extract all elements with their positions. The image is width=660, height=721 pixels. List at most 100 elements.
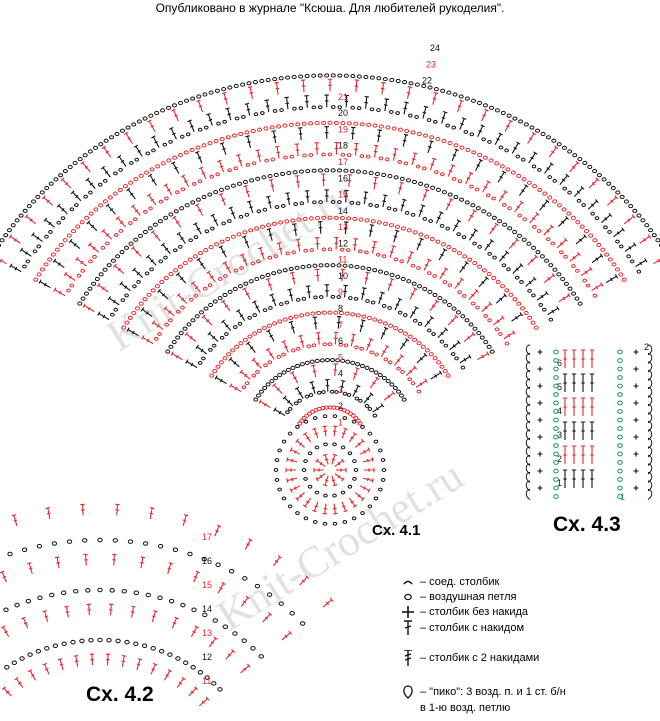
- chain-stitch: [14, 218, 20, 223]
- chain-stitch: [218, 360, 224, 365]
- double-crochet-stitch: [312, 427, 319, 439]
- double-crochet-stitch: [169, 126, 177, 140]
- chain-stitch: [112, 538, 118, 543]
- chain-stitch: [290, 218, 296, 223]
- chain-stitch: [356, 106, 362, 111]
- double-crochet-stitch: [350, 333, 357, 347]
- chain-stitch: [472, 261, 478, 266]
- chain-stitch: [232, 631, 238, 636]
- double-crochet-stitch: [359, 319, 366, 333]
- chain-stitch: [617, 349, 623, 355]
- double-crochet-stitch: [525, 276, 537, 287]
- chain-stitch: [215, 172, 220, 177]
- chain-stitch: [412, 179, 418, 185]
- chain-stitch: [296, 217, 302, 222]
- chain-stitch: [217, 296, 223, 301]
- double-crochet-stitch: [251, 357, 262, 369]
- chain-stitch: [539, 254, 545, 259]
- chain-stitch: [516, 233, 522, 238]
- chain-stitch: [378, 448, 383, 453]
- double-crochet-stitch: [341, 427, 348, 439]
- chain-stitch: [219, 239, 225, 244]
- double-crochet-stitch: [580, 266, 593, 277]
- chain-stitch: [267, 255, 273, 260]
- double-crochet-stitch: [150, 229, 161, 242]
- chain-stitch: [138, 233, 144, 238]
- double-crochet-stitch: [333, 363, 338, 377]
- chain-stitch: [22, 208, 28, 213]
- chain-stitch: [172, 248, 178, 253]
- chain-stitch: [82, 538, 88, 543]
- double-crochet-stitch: [468, 228, 479, 241]
- chain-stitch: [338, 310, 344, 316]
- chain-stitch: [424, 183, 430, 188]
- double-crochet-stitch: [354, 79, 360, 93]
- chain-stitch: [397, 127, 403, 132]
- chain-stitch: [443, 343, 449, 348]
- double-crochet-stitch: [302, 497, 312, 508]
- chain-stitch: [282, 123, 288, 128]
- chain-stitch: [553, 409, 559, 414]
- chain-stitch: [88, 259, 93, 264]
- chain-stitch: [451, 247, 457, 253]
- chain-stitch: [548, 263, 554, 268]
- chain-stitch: [655, 238, 660, 243]
- chain-stitch: [563, 254, 568, 259]
- chain-stitch: [77, 301, 83, 306]
- double-crochet-stitch: [131, 245, 142, 257]
- double-crochet-stitch: [324, 284, 330, 297]
- chain-stitch: [439, 223, 445, 228]
- chain-stitch: [175, 335, 181, 340]
- double-crochet-stitch: [264, 99, 270, 113]
- chain-stitch: [39, 190, 45, 195]
- chain-stitch: [520, 157, 526, 162]
- chain-stitch: [259, 274, 265, 279]
- chain-stitch: [570, 215, 576, 220]
- chain-stitch: [247, 315, 252, 320]
- chain-stitch: [225, 237, 231, 242]
- chain-stitch: [171, 103, 177, 108]
- chain-stitch: [202, 612, 208, 618]
- double-crochet-stitch: [265, 347, 275, 360]
- chain-stitch: [36, 244, 42, 249]
- chain-stitch: [310, 311, 316, 316]
- chain-stitch: [153, 336, 159, 341]
- chain-stitch: [175, 656, 181, 661]
- double-crochet-stitch: [318, 221, 323, 234]
- chain-stitch: [541, 307, 547, 312]
- chain-stitch: [21, 547, 28, 553]
- chain-stitch: [298, 106, 304, 111]
- double-crochet-stitch: [529, 212, 540, 224]
- double-crochet-stitch: [362, 457, 374, 463]
- chain-stitch: [312, 519, 318, 524]
- chain-stitch: [179, 134, 185, 139]
- chain-stitch: [460, 314, 466, 319]
- chain-stitch: [526, 241, 532, 246]
- chain-stitch: [149, 267, 154, 272]
- chain-stitch: [31, 199, 37, 204]
- double-crochet-stitch: [123, 131, 133, 144]
- double-crochet-stitch: [220, 299, 231, 312]
- chain-stitch: [293, 202, 298, 207]
- double-crochet-stitch: [378, 291, 385, 305]
- chain-stitch: [617, 426, 623, 431]
- double-crochet-stitch: [380, 81, 386, 95]
- chain-stitch: [267, 360, 273, 365]
- chain-stitch: [488, 158, 494, 163]
- row-number-4-1: 9: [338, 287, 343, 297]
- chain-stitch: [412, 337, 418, 342]
- row-number-4-1: 6: [338, 336, 343, 346]
- chain-stitch: [512, 116, 518, 121]
- double-crochet-stitch: [286, 457, 298, 463]
- row-number-4-1: 22: [422, 76, 432, 86]
- chain-stitch: [323, 442, 328, 447]
- chain-stitch: [350, 105, 355, 110]
- chain-stitch: [208, 90, 214, 95]
- double-crochet-stitch: [31, 232, 43, 242]
- chain-stitch: [252, 313, 257, 318]
- chain-stitch: [178, 244, 183, 249]
- chain-stitch: [327, 215, 333, 220]
- chain-stitch: [184, 203, 190, 208]
- double-crochet-stitch: [176, 676, 186, 688]
- chain-stitch: [97, 182, 103, 187]
